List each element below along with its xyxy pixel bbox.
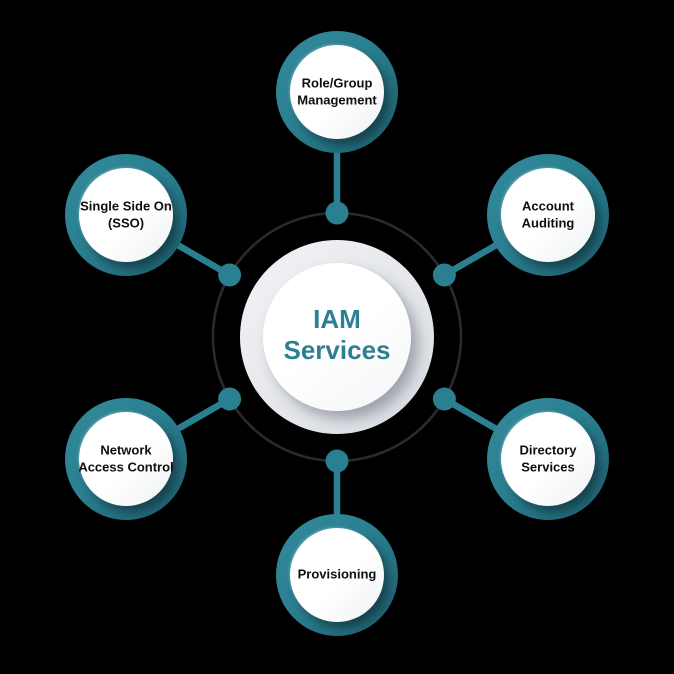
connector-dot-bottom-left bbox=[218, 387, 242, 411]
connector-dot-top-right bbox=[432, 263, 456, 287]
connector-dot-bottom-right bbox=[432, 387, 456, 411]
center-label: IAM Services bbox=[283, 304, 391, 365]
node-role-group-management: Role/Group Management bbox=[276, 31, 398, 153]
node-face bbox=[79, 412, 173, 506]
node-account-auditing: Account Auditing bbox=[487, 154, 609, 276]
node-label: Single Side On (SSO) bbox=[80, 198, 172, 230]
node-label: Directory Services bbox=[519, 442, 577, 474]
node-label: Role/Group Management bbox=[297, 75, 377, 107]
connector-dot-top bbox=[325, 201, 349, 225]
node-label: Account Auditing bbox=[521, 198, 575, 230]
node-network-access-control: Network Access Control bbox=[65, 398, 187, 520]
node-face bbox=[290, 528, 384, 622]
node-label: Provisioning bbox=[297, 566, 377, 582]
node-directory-services: Directory Services bbox=[487, 398, 609, 520]
node-provisioning: Provisioning bbox=[276, 514, 398, 636]
center-node-face: IAM Services bbox=[263, 263, 411, 411]
connector-dot-bottom bbox=[325, 449, 349, 473]
node-face bbox=[501, 412, 595, 506]
node-face bbox=[79, 168, 173, 262]
center-node: IAM Services bbox=[240, 240, 434, 434]
node-face bbox=[290, 45, 384, 139]
connector-dot-top-left bbox=[218, 263, 242, 287]
node-single-sign-on-sso: Single Side On (SSO) bbox=[65, 154, 187, 276]
node-face bbox=[501, 168, 595, 262]
node-label: Network Access Control bbox=[78, 442, 174, 474]
